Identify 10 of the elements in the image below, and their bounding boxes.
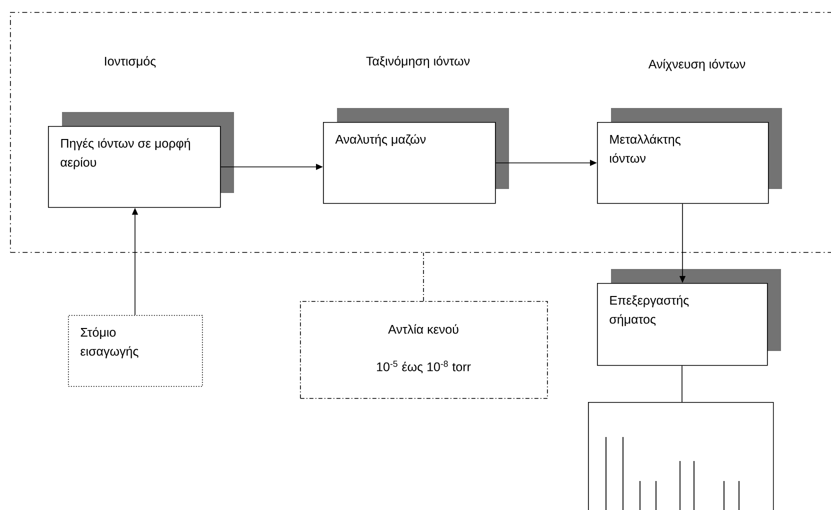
process-box: Αντλία κενού 10$^{-5}$ έως 10$^{-8}$ torr — [300, 301, 548, 399]
stage-heading: Ταξινόμηση ιόντων — [366, 56, 470, 68]
process-box: Στόμιο εισαγωγής — [68, 315, 203, 387]
process-box: Επεξεργαστής σήματος — [597, 269, 781, 366]
process-box: Πηγές ιόντων σε μορφή αερίου — [48, 112, 234, 208]
stage-heading: Ιοντισμός — [105, 56, 156, 68]
spectrum-drawing — [588, 402, 774, 510]
process-box: Αναλυτής μαζών — [323, 108, 509, 204]
process-box: Μεταλλάκτης ιόντων — [597, 108, 782, 204]
stage-heading: Ανίχνευση ιόντων — [648, 59, 746, 71]
